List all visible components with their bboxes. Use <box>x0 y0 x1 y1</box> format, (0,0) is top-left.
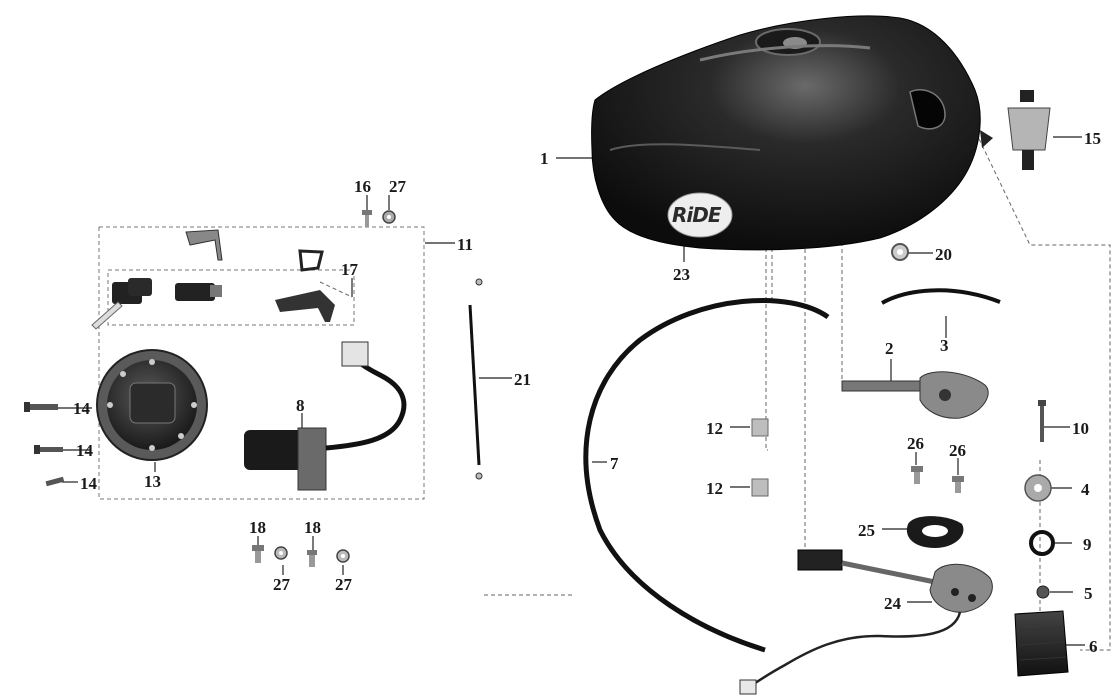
callout-13: 13 <box>144 472 161 491</box>
callout-11: 11 <box>457 235 474 254</box>
washer-27c <box>336 549 350 563</box>
callout-27b: 27 <box>273 575 290 594</box>
callout-14a: 14 <box>73 399 90 418</box>
callout-24: 24 <box>884 594 901 613</box>
callout-5: 5 <box>1084 584 1093 603</box>
callout-27c: 27 <box>335 575 352 594</box>
callout-18a: 18 <box>249 518 266 537</box>
screw-26a <box>911 466 923 484</box>
ignition-switch-8 <box>244 341 407 491</box>
tank-brand-decal: RiDE <box>672 203 722 227</box>
washer-27a <box>382 210 396 224</box>
callout-26a: 26 <box>907 434 924 453</box>
washer-20 <box>891 243 909 261</box>
level-sender-2 <box>841 371 989 419</box>
hose-3 <box>881 288 1001 305</box>
callout-18b: 18 <box>304 518 321 537</box>
fuel-tank-part <box>591 15 993 251</box>
screws-14 <box>24 402 65 487</box>
callout-25: 25 <box>858 521 875 540</box>
callout-17: 17 <box>341 260 358 279</box>
clip-12b <box>751 478 769 497</box>
hose-7 <box>583 297 830 653</box>
lock-bracket-part <box>275 249 335 322</box>
assembly-box-11 <box>98 226 425 500</box>
callout-6: 6 <box>1089 637 1098 656</box>
nut-5 <box>1036 585 1050 599</box>
callout-10: 10 <box>1072 419 1089 438</box>
screw-26b <box>952 476 964 493</box>
callout-23: 23 <box>673 265 690 284</box>
callout-4: 4 <box>1081 480 1090 499</box>
screw-16 <box>362 210 372 227</box>
clip-12a <box>751 418 769 437</box>
washer-4 <box>1024 474 1052 502</box>
bracket-part <box>185 229 223 261</box>
callout-8: 8 <box>296 396 305 415</box>
callout-16: 16 <box>354 177 371 196</box>
fuel-filter-part <box>1007 90 1051 170</box>
callout-1: 1 <box>540 149 549 168</box>
callout-3: 3 <box>940 336 949 355</box>
callout-20: 20 <box>935 245 952 264</box>
callout-12b: 12 <box>706 479 723 498</box>
callout-27a: 27 <box>389 177 406 196</box>
fuel-sender-24 <box>739 549 993 695</box>
assembly-box-17 <box>107 269 355 326</box>
callout-14b: 14 <box>76 441 93 460</box>
callout-21: 21 <box>514 370 531 389</box>
callout-12a: 12 <box>706 419 723 438</box>
bolt-10 <box>1038 400 1046 442</box>
rubber-pad-6 <box>1014 610 1069 677</box>
cable-21 <box>468 278 483 480</box>
leader-lines <box>58 136 1085 646</box>
fuel-cap-13 <box>96 349 208 461</box>
gasket-25 <box>906 516 964 548</box>
callout-9: 9 <box>1083 535 1092 554</box>
callout-2: 2 <box>885 339 894 358</box>
oring-9 <box>1029 530 1055 556</box>
callout-26b: 26 <box>949 441 966 460</box>
callout-14c: 14 <box>80 474 97 493</box>
callout-7: 7 <box>610 454 619 473</box>
callout-15: 15 <box>1084 129 1101 148</box>
washer-27b <box>274 546 288 560</box>
bolt-18b <box>307 550 317 567</box>
bolt-18a <box>252 545 264 563</box>
key-set-part <box>91 278 222 330</box>
